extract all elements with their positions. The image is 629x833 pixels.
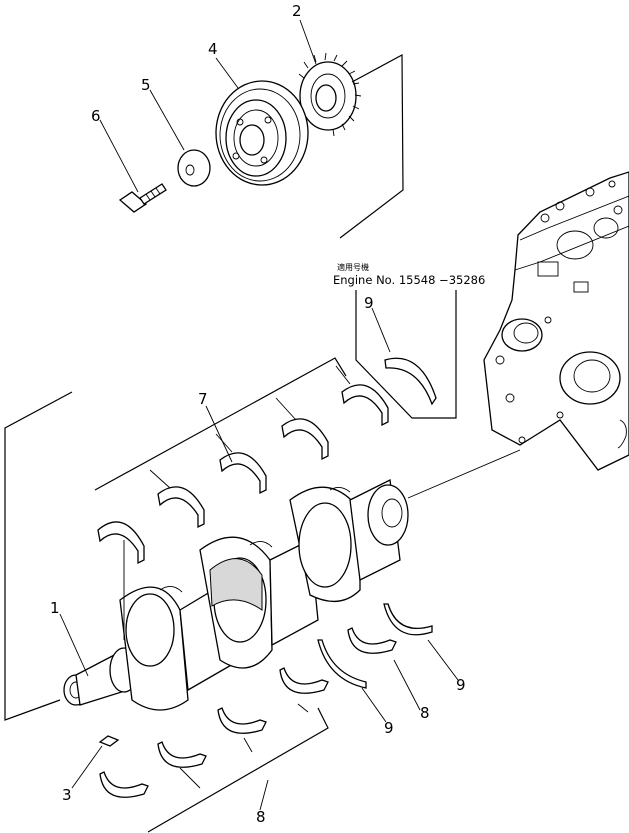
crankshaft — [63, 479, 409, 711]
gear-bracket-line — [339, 53, 404, 239]
left-frame-line — [4, 391, 73, 721]
note-engine-number: Engine No. 15548 −35286 — [333, 273, 485, 287]
callout-8-right: 8 — [420, 704, 430, 722]
centre-line — [407, 449, 521, 499]
upper-main-bearings — [97, 384, 389, 565]
callout-9-upper: 9 — [364, 294, 374, 312]
callout-5: 5 — [141, 76, 151, 94]
crankshaft-gear — [298, 52, 362, 137]
lower-bearing-leaders — [179, 703, 309, 789]
callout-leaders — [59, 19, 459, 811]
crankshaft-key — [98, 735, 120, 747]
pulley-bolt — [118, 183, 167, 213]
upper-bearing-bracket — [94, 357, 347, 491]
callout-1: 1 — [50, 599, 60, 617]
thrust-washer-upper — [384, 357, 437, 406]
lower-bearing-bracket — [147, 707, 329, 833]
cylinder-block — [483, 171, 629, 471]
pulley-washer — [177, 149, 211, 187]
thrust-washers-lower — [317, 603, 433, 689]
callout-7: 7 — [198, 390, 208, 408]
lower-main-bearings — [99, 627, 397, 798]
upper-bearing-leaders — [149, 365, 351, 489]
callout-9-right: 9 — [456, 676, 466, 694]
callout-9-middle: 9 — [384, 719, 394, 737]
callout-8-bottom: 8 — [256, 808, 266, 826]
callout-4: 4 — [208, 40, 218, 58]
callout-2: 2 — [292, 2, 302, 20]
crankshaft-pulley — [215, 80, 309, 186]
callout-6: 6 — [91, 107, 101, 125]
note-japanese: 適用号機 — [337, 262, 369, 272]
callout-3: 3 — [62, 786, 72, 804]
note-bracket — [355, 290, 457, 419]
